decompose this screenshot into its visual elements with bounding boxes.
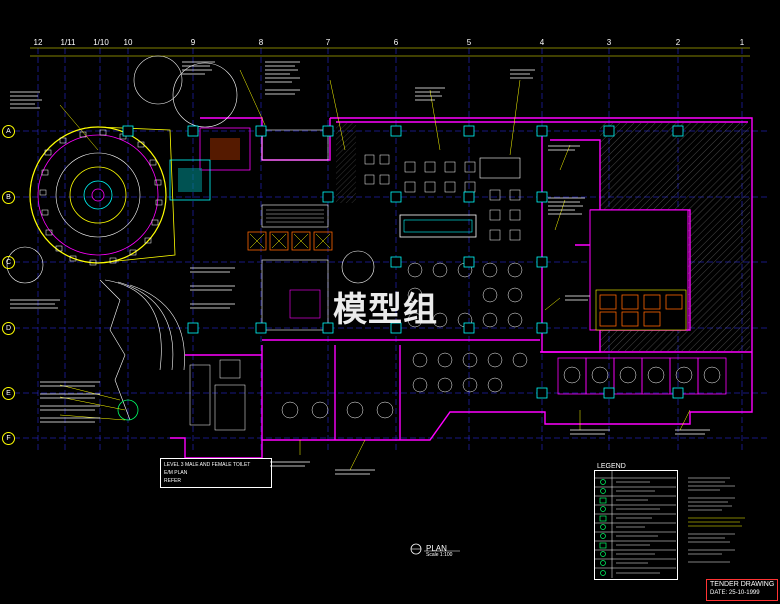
grid-label-9: 9 (190, 38, 196, 47)
grid-label-12: 12 (33, 38, 43, 47)
row-label-a: A (2, 125, 15, 138)
grid-label-1-10: 1/10 (93, 38, 109, 47)
leader-lines (59, 69, 691, 471)
stamp-date: DATE: 25-10-1999 (710, 590, 760, 596)
watermark-text: 模型组 (333, 290, 438, 330)
private-rooms (557, 357, 727, 395)
kitchen (169, 127, 251, 201)
lifts (261, 129, 329, 331)
curved-stair (99, 279, 185, 421)
bar-counter (399, 214, 477, 238)
legend-rows (594, 470, 676, 578)
grid-label-10: 10 (123, 38, 133, 47)
grid-label-4: 4 (539, 38, 545, 47)
toilets (189, 359, 246, 431)
legend-table (594, 470, 678, 580)
annotation-text-blocks (10, 61, 710, 475)
hall-seats (39, 129, 163, 266)
toilet-note-box: LEVEL 3 MALE AND FEMALE TOILET E/M PLAN … (160, 458, 272, 488)
grid-label-7: 7 (325, 38, 331, 47)
stamp-title: TENDER DRAWING (710, 581, 775, 588)
grid-label-6: 6 (393, 38, 399, 47)
grid-label-5: 5 (466, 38, 472, 47)
grid-label-1: 1 (739, 38, 745, 47)
row-label-e: E (2, 387, 15, 400)
plan-title: PLAN (426, 544, 447, 553)
stair-cores (247, 231, 333, 251)
grid-label-8: 8 (258, 38, 264, 47)
grid-label-2: 2 (675, 38, 681, 47)
hatched-area-2 (336, 123, 356, 203)
grid-label-3: 3 (606, 38, 612, 47)
legend-symbols (599, 479, 607, 576)
tender-drawing-stamp: TENDER DRAWING DATE: 25-10-1999 (706, 579, 778, 601)
callouts (6, 55, 375, 284)
row-label-c: C (2, 256, 15, 269)
notes-block (683, 474, 773, 566)
legend-title: LEGEND (597, 463, 626, 470)
dimension-lines (30, 47, 750, 57)
round-hall (29, 126, 176, 264)
row-label-f: F (2, 432, 15, 445)
grid-label-1-11: 1/11 (60, 38, 76, 47)
row-label-b: B (2, 191, 15, 204)
toilet-note-line-3: REFER (164, 478, 181, 484)
toilet-note-line-1: LEVEL 3 MALE AND FEMALE TOILET (164, 462, 251, 468)
structural-columns (122, 125, 684, 399)
notes (688, 477, 735, 563)
toilet-note-line-2: E/M PLAN (164, 470, 188, 476)
dining-tables (364, 154, 521, 241)
plan-scale: Scale 1:100 (426, 552, 453, 558)
row-label-d: D (2, 322, 15, 335)
